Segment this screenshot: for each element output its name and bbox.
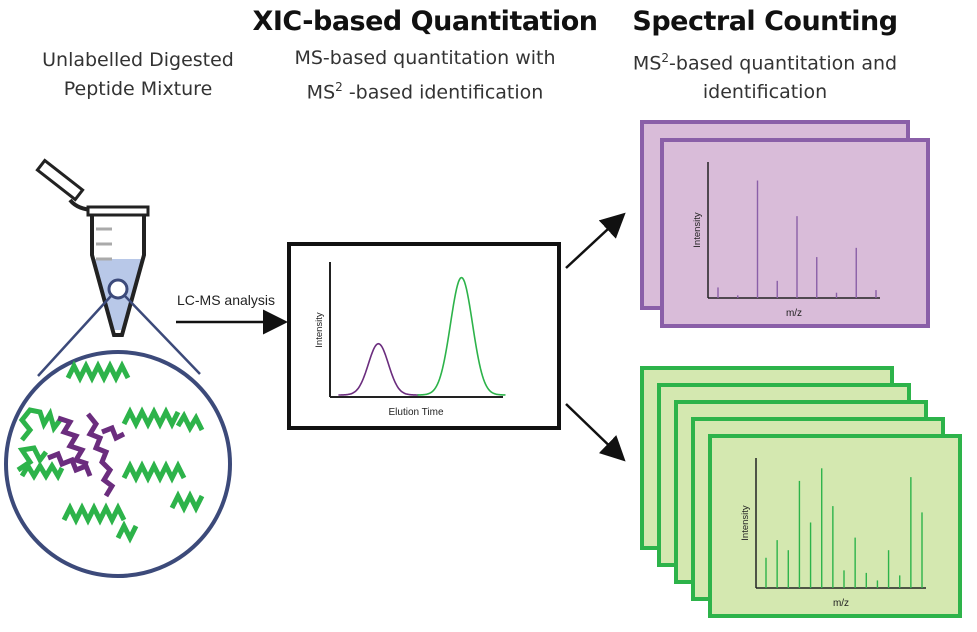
spectrum-y-label: Intensity bbox=[692, 212, 703, 248]
chromatogram-peak bbox=[417, 276, 506, 396]
spectral-subtitle-line2: identification bbox=[702, 81, 828, 104]
xic-title: XIC-based Quantitation bbox=[252, 6, 599, 37]
green-spectrum-stack: Intensity m/z bbox=[640, 366, 962, 618]
spectral-subtitle-line1: MS2-based quantitation and bbox=[632, 51, 898, 75]
chromatogram-peak bbox=[338, 342, 419, 396]
zoom-line-right bbox=[124, 295, 201, 375]
chromatogram-panel: Intensity Elution Time bbox=[287, 242, 561, 430]
xic-subtitle-line1: MS-based quantitation with bbox=[294, 47, 556, 69]
spectral-counting-title: Spectral Counting bbox=[632, 6, 898, 37]
purple-spectrum-stack: Intensity m/z bbox=[640, 120, 930, 328]
arrow-to-purple bbox=[565, 212, 626, 269]
xic-subtitle: MS-based quantitation with MS2 -based id… bbox=[255, 44, 595, 107]
chromatogram-peaks bbox=[338, 276, 506, 396]
spectrum-y-label: Intensity bbox=[740, 505, 751, 541]
spectrum-x-label: m/z bbox=[833, 598, 849, 609]
spectrum-card bbox=[708, 434, 962, 618]
left-heading-line2: Peptide Mixture bbox=[63, 78, 213, 100]
chromatogram-y-label: Intensity bbox=[314, 312, 325, 348]
zoom-line-left bbox=[37, 295, 112, 377]
xic-subtitle-line2: MS2 -based identification bbox=[306, 80, 544, 104]
sample-tube-icon bbox=[35, 158, 150, 337]
peptide-mixture-icon bbox=[4, 350, 232, 578]
lc-ms-label: LC-MS analysis bbox=[177, 292, 275, 308]
spectrum-x-label: m/z bbox=[786, 308, 802, 319]
spectrum-card bbox=[660, 138, 930, 328]
left-heading: Unlabelled Digested Peptide Mixture bbox=[28, 46, 248, 104]
arrow-to-green bbox=[565, 403, 626, 462]
left-heading-line1: Unlabelled Digested bbox=[42, 49, 234, 71]
spectral-counting-subtitle: MS2-based quantitation and identificatio… bbox=[605, 44, 925, 107]
chromatogram-x-label: Elution Time bbox=[388, 407, 443, 418]
